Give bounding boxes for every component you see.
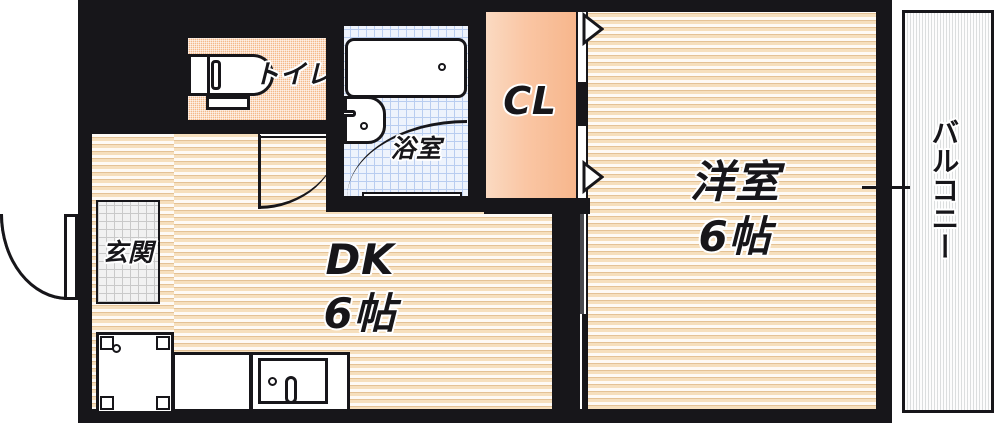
dk-western-sliding-panel-lower[interactable] [582, 314, 586, 411]
wall-bath-bottom [326, 196, 486, 212]
wall-toilet-right [326, 12, 344, 210]
closet-folding-door-bottom-icon[interactable] [582, 160, 604, 194]
wall-bath-top-inner [330, 12, 486, 26]
kitchen-counter-icon [172, 352, 252, 414]
room-closet-floor [484, 10, 576, 208]
wall-left-exterior [78, 0, 92, 423]
entrance-door-panel-icon-2[interactable] [64, 214, 78, 300]
kitchen-sink-drain-icon [268, 377, 277, 386]
wall-toilet-left [174, 12, 188, 124]
toilet-base-icon [206, 96, 250, 110]
toilet-tank-icon [188, 54, 210, 96]
bathtub-icon [345, 38, 467, 98]
washer-pan-drain-icon-2 [112, 344, 121, 353]
toilet-seat-bar-icon [211, 60, 221, 90]
wall-closet-bottom [484, 198, 588, 214]
wash-basin-drain-icon [360, 122, 368, 130]
wall-right-exterior [876, 0, 892, 423]
washer-pan-corner-bl-2 [100, 396, 114, 410]
room-balcony-floor [902, 10, 994, 413]
wall-bottom-exterior [78, 409, 890, 423]
washer-pan-corner-tl-2 [100, 336, 114, 350]
wall-closet-right [570, 0, 580, 12]
room-entrance-floor-repeat [96, 200, 160, 304]
wash-basin-icon [344, 96, 386, 144]
wall-dk-top-divider [78, 120, 328, 134]
dk-western-sliding-panel-upper[interactable] [580, 214, 584, 314]
wall-top-exterior [78, 0, 890, 12]
washer-pan-corner-tr-2 [156, 336, 170, 350]
washer-pan-corner-br-2 [156, 396, 170, 410]
room-western-floor [588, 10, 880, 413]
closet-folding-door-top-icon[interactable] [582, 12, 604, 46]
wall-dk-western-divider [570, 198, 590, 214]
entrance-door-arc-icon-2[interactable] [0, 214, 68, 300]
bathtub-drain-icon [438, 63, 446, 71]
wall-bath-right [468, 12, 486, 212]
kitchen-faucet-icon [285, 376, 297, 404]
